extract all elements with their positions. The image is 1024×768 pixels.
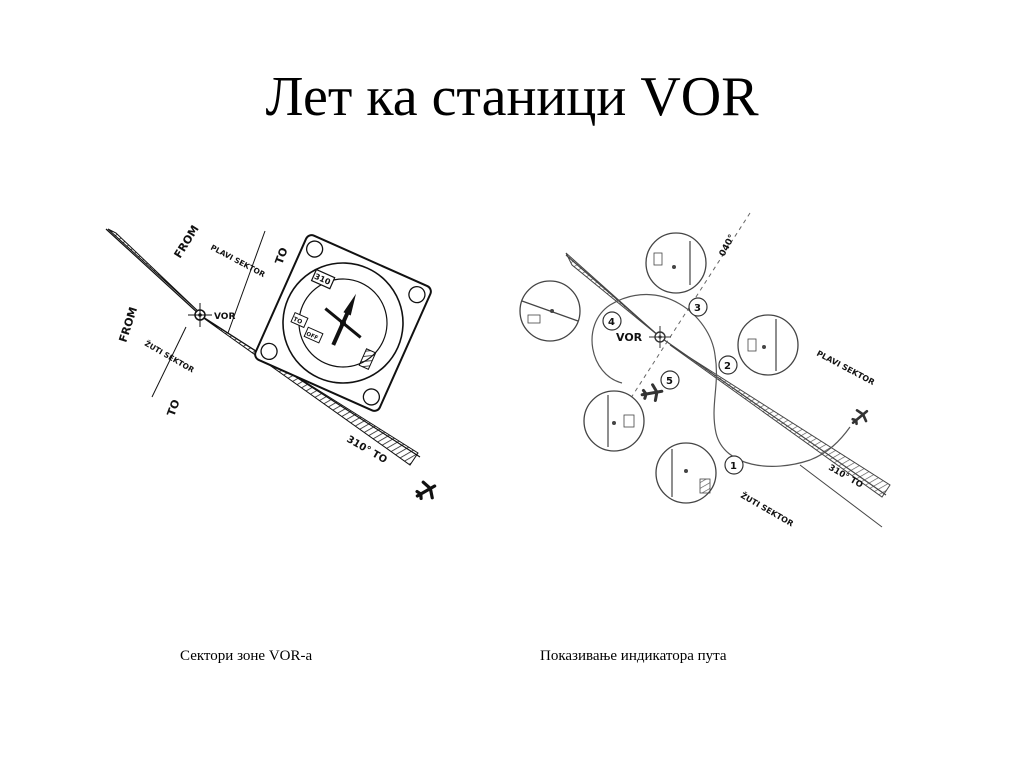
position-5: 5	[660, 370, 680, 390]
from-label-bottom: FROM	[116, 305, 140, 344]
to-label-top: TO	[273, 246, 291, 266]
course-indicator-icon	[737, 314, 799, 376]
svg-text:4: 4	[608, 317, 615, 328]
svg-text:5: 5	[666, 376, 673, 387]
caption-right: Показивање индикатора пута	[540, 648, 727, 664]
position-4: 4	[602, 311, 622, 331]
course-wedge-upper	[107, 228, 201, 314]
vor-label: VOR	[214, 312, 235, 322]
airplane-icon	[415, 480, 437, 501]
zuti-sektor-label: ŽUTI SEKTOR	[739, 489, 796, 528]
course-indicator-icon	[519, 280, 581, 342]
plavi-sektor-label: PLAVI SEKTOR	[815, 349, 876, 387]
path-indicator-diagram: 040° VOR PLAVI SEKTOR ŽUTI SEKTOR 310° T…	[519, 212, 891, 528]
vor-label: VOR	[616, 331, 643, 344]
vor-station-icon	[649, 326, 671, 348]
svg-text:3: 3	[694, 303, 701, 314]
airplane-icon	[851, 409, 869, 426]
from-label-top: FROM	[172, 223, 202, 261]
position-1: 1	[724, 455, 744, 475]
airplane-icon	[640, 383, 664, 403]
position-2: 2	[718, 355, 738, 375]
flight-path	[591, 293, 851, 467]
position-3: 3	[688, 297, 708, 317]
course-indicator-icon	[583, 390, 645, 452]
heading-040-label: 040°	[718, 233, 738, 258]
indicator-window-left: TO	[292, 316, 303, 326]
vor-station-icon	[188, 303, 212, 327]
lower-boundary	[799, 464, 883, 528]
caption-left: Сектори зоне VOR-а	[180, 648, 313, 664]
zuti-sektor-label: ŽUTI SEKTOR	[143, 339, 196, 375]
course-indicator-icon	[655, 442, 717, 504]
slide-title: Лет ка станици VOR	[265, 66, 759, 128]
sector-line-lower	[151, 326, 187, 398]
svg-text:1: 1	[730, 461, 737, 472]
to-label-bottom: TO	[165, 398, 183, 418]
indicator-window-right: OFF	[305, 331, 319, 342]
vor-sectors-diagram: VOR FROM FROM TO TO PLAVI SEKTOR ŽUTI SE…	[105, 223, 437, 501]
radial-040	[619, 212, 751, 416]
course-indicator-icon	[645, 232, 707, 294]
course-indicator-icon: 310 TO OFF	[254, 234, 432, 412]
svg-text:2: 2	[724, 361, 731, 372]
plavi-sektor-label: PLAVI SEKTOR	[209, 243, 267, 279]
sector-line-upper	[227, 230, 266, 334]
